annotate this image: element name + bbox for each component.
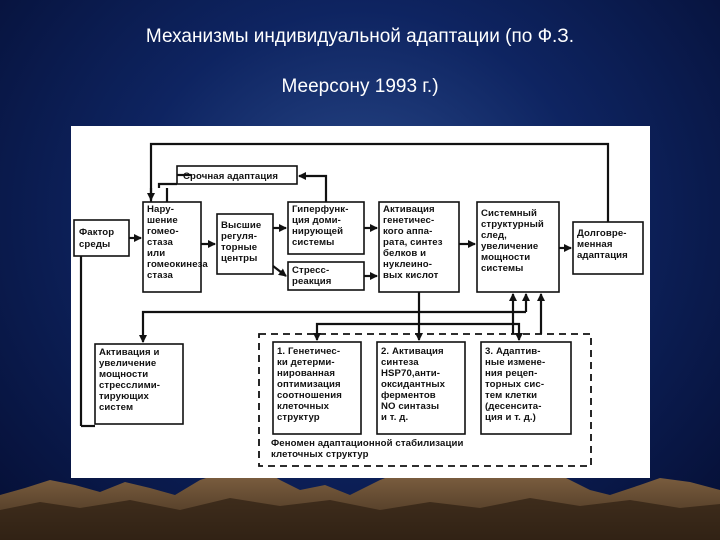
activation-label-line-3: рата, синтез — [383, 237, 443, 248]
violation-label-line-4: или — [147, 248, 165, 259]
hyperfunc-label-line-2: нирующей — [292, 226, 343, 237]
higher-label-line-3: центры — [221, 253, 257, 264]
stress-limiting-box — [94, 343, 184, 425]
hsp-label-line-6: и т. д. — [381, 412, 408, 423]
violation-label-line-5: гомеокинеза — [147, 259, 208, 270]
stress-label-line-1: реакция — [292, 276, 331, 287]
slide-title-line2: Меерсону 1993 г.) — [281, 76, 439, 97]
violation-label-line-0: Нару- — [147, 204, 174, 215]
violation-label-line-1: шение — [147, 215, 178, 226]
adapt-label-line-4: тем клетки — [485, 390, 537, 401]
activation-label-line-4: белков и — [383, 248, 426, 259]
activation-label-line-1: генетичес- — [383, 215, 434, 226]
hsp-label-line-2: HSP70,анти- — [381, 368, 440, 379]
systemic-label-line-2: след, — [481, 230, 507, 241]
urgent-label-line-0: Срочная адаптация — [183, 171, 278, 182]
systemic-label-line-4: мощности — [481, 252, 530, 263]
violation-box — [142, 201, 202, 293]
systemic-label-line-5: системы — [481, 263, 523, 274]
adapt-label-line-1: ные измене- — [485, 357, 545, 368]
factor-label-line-1: среды — [79, 239, 110, 250]
gen-label-line-5: клеточных — [277, 401, 330, 412]
phenomenon-label-line-1: клеточных структур — [271, 449, 369, 460]
gen-label-line-2: нированная — [277, 368, 335, 379]
activation-label-line-5: нуклеино- — [383, 259, 432, 270]
hsp-label-line-4: ферментов — [381, 390, 436, 401]
act_stress-label-line-0: Активация и — [99, 347, 160, 358]
longterm-label-line-0: Долговре- — [577, 228, 627, 239]
hsp-box — [376, 341, 466, 435]
violation-label-line-3: стаза — [147, 237, 174, 248]
systemic-label-line-1: структурный — [481, 219, 544, 230]
adapt-label-line-6: ция и т. д.) — [485, 412, 536, 423]
higher-centers-box — [216, 213, 274, 275]
gen-label-line-6: структур — [277, 412, 320, 423]
adapt-label-line-0: 3. Адаптив- — [485, 346, 541, 357]
hsp-label-line-3: оксидантных — [381, 379, 446, 390]
violation-label-line-2: гомео- — [147, 226, 179, 237]
systemic-label-line-3: увеличение — [481, 241, 538, 252]
activation-label-line-6: вых кислот — [383, 270, 439, 281]
stress-label-line-0: Стресс- — [292, 265, 329, 276]
factor-box — [73, 219, 130, 257]
hyperfunc-label-line-1: ция доми- — [292, 215, 341, 226]
act_stress-label-line-5: систем — [99, 402, 133, 413]
hyperfunc-label-line-0: Гиперфунк- — [292, 204, 348, 215]
receptor-box — [480, 341, 572, 435]
act_stress-label-line-1: увеличение — [99, 358, 156, 369]
act_stress-label-line-4: тирующих — [99, 391, 150, 402]
phenomenon-dashed-box — [258, 333, 592, 467]
act_stress-label-line-2: мощности — [99, 369, 148, 380]
adapt-label-line-3: торных сис- — [485, 379, 544, 390]
systemic-label-line-0: Системный — [481, 208, 537, 219]
factor-label-line-0: Фактор — [79, 227, 114, 238]
genetic-opt-box — [272, 341, 362, 435]
slide-title-line1: Механизмы индивидуальной адаптации (по Ф… — [145, 26, 575, 47]
adapt-label-line-5: (десенсита- — [485, 401, 542, 412]
higher-label-line-1: регуля- — [221, 231, 257, 242]
longterm-label-line-2: адаптация — [577, 250, 628, 261]
hsp-label-line-0: 2. Активация — [381, 346, 444, 357]
act_stress-label-line-3: стресслими- — [99, 380, 160, 391]
gen-label-line-1: ки детерми- — [277, 357, 335, 368]
hsp-label-line-5: NO синтазы — [381, 401, 439, 412]
higher-label-line-0: Высшие — [221, 220, 261, 231]
hyperfunc-label-line-3: системы — [292, 237, 334, 248]
gen-label-line-3: оптимизация — [277, 379, 341, 390]
activation-label-line-0: Активация — [383, 204, 435, 215]
activation-label-line-2: кого аппа- — [383, 226, 432, 237]
hsp-label-line-1: синтеза — [381, 357, 419, 368]
adapt-label-line-2: ния рецеп- — [485, 368, 537, 379]
adaptation-diagram: Срочная адаптацияФакторсредыНару-шениего… — [73, 142, 644, 467]
gen-label-line-0: 1. Генетичес- — [277, 346, 340, 357]
gen-label-line-4: соотношения — [277, 390, 342, 401]
longterm-label-line-1: менная — [577, 239, 613, 250]
violation-label-line-6: стаза — [147, 270, 174, 281]
phenomenon-label-line-0: Феномен адаптационной стабилизации — [271, 438, 463, 449]
higher-label-line-2: торные — [221, 242, 257, 253]
